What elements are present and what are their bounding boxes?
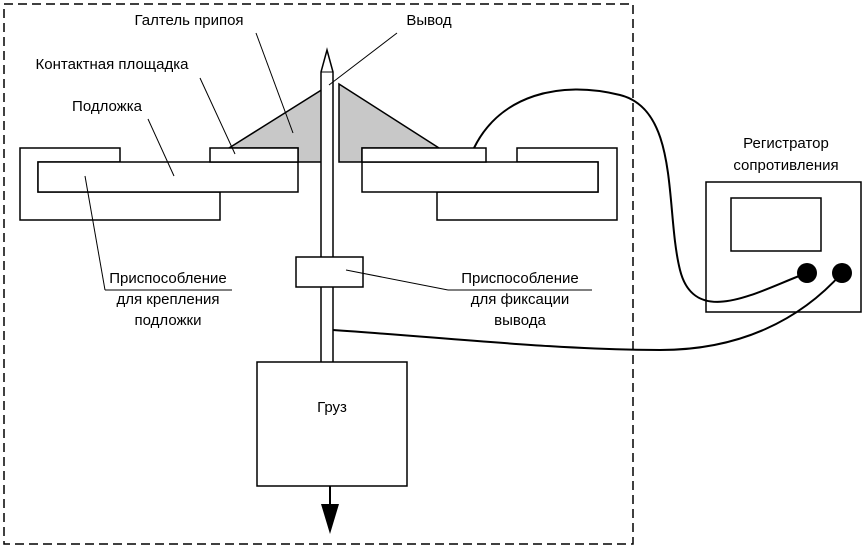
- substrate-fixture-label-line1: Приспособление: [109, 270, 227, 287]
- weight-block: [256, 361, 408, 487]
- recorder-label-line2: сопротивления: [733, 157, 838, 174]
- lead-fixture-label-line3: вывода: [494, 312, 546, 329]
- lead-leader: [328, 32, 398, 86]
- test-chamber-dashed-boundary: [3, 3, 634, 545]
- fillet-leader: [255, 32, 294, 134]
- wire-pad-to-recorder: [473, 88, 808, 303]
- lead-fixture-leader: [345, 269, 449, 291]
- contact-pad-right: [361, 147, 487, 163]
- lead-fixture-label-line1: Приспособление: [461, 270, 579, 287]
- substrate-leader: [147, 118, 175, 177]
- lead-label: Вывод: [406, 12, 452, 29]
- substrate-fixture-leader: [84, 175, 106, 291]
- pad-label: Контактная площадка: [36, 56, 190, 73]
- lead-fixture-label-line2: для фиксации: [471, 291, 569, 308]
- substrate-left: [37, 161, 299, 193]
- pad-leader: [199, 77, 236, 155]
- recorder-display: [730, 197, 822, 252]
- weight-label: Груз: [317, 399, 347, 416]
- substrate-fixture-label-line3: подложки: [135, 312, 202, 329]
- wire-lead-to-recorder: [332, 272, 843, 352]
- fillet-label: Галтель припоя: [134, 12, 243, 29]
- substrate-fixture-label-line2: для крепления: [116, 291, 219, 308]
- component-lead: [320, 47, 334, 362]
- contact-pad-left: [209, 147, 299, 163]
- substrate-right: [361, 161, 599, 193]
- substrate-label: Подложка: [72, 98, 143, 115]
- lead-fixture: [295, 256, 364, 288]
- force-arrow-head: [321, 504, 339, 534]
- recorder-label-line1: Регистратор: [743, 135, 829, 152]
